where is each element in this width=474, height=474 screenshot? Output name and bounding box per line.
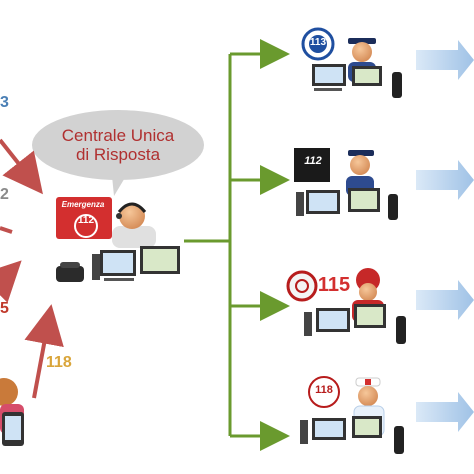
service-badge-3: 115 [317,274,351,296]
bubble-line-2: di Risposta [75,145,161,164]
bubble-line-1: Centrale Unica [61,126,175,145]
speech-bubble [32,110,204,196]
outgoing-arrows [416,40,474,432]
incoming-number-4: 118 [46,354,72,371]
service-station-4 [300,376,404,454]
emergency-card-number: 112 [77,215,95,226]
service-badge-4: 118 [315,384,333,396]
caller-figure [0,378,24,446]
central-operator [56,197,180,282]
incoming-number-1: 3 [0,94,9,111]
incoming-number-2: 2 [0,186,9,203]
service-badge-2: 112 [304,155,322,167]
incoming-arrows [0,138,64,399]
emergency-card-label: Emergenza [61,200,105,209]
service-station-3 [286,268,406,344]
service-station-2 [294,148,398,220]
incoming-number-3: 5 [0,300,9,317]
distribution-connectors [184,39,290,451]
service-station-1 [301,27,402,98]
service-badge-1: 113 [309,37,327,48]
speech-bubble-text: Centrale Unica di Risposta [38,126,198,164]
